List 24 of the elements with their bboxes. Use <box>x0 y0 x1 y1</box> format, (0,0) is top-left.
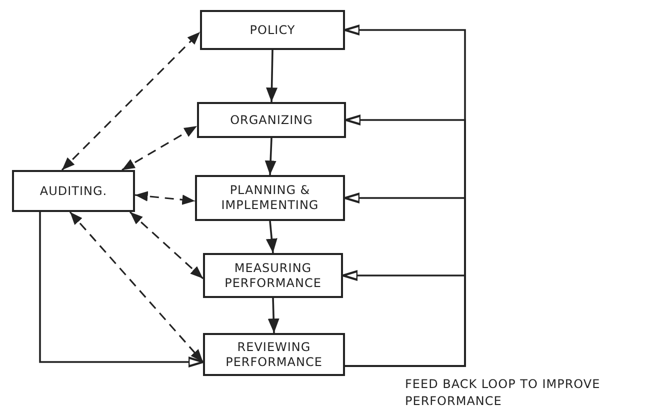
box-label: ORGANIZING <box>230 112 313 128</box>
arrow <box>266 50 278 102</box>
arrow <box>266 220 278 254</box>
process-box <box>195 175 345 221</box>
process-box <box>200 10 345 50</box>
process-box <box>203 333 345 376</box>
dashed-arrow <box>129 211 204 280</box>
process-box <box>203 253 343 298</box>
feedback-arrow <box>342 270 466 367</box>
box-label: POLICY <box>250 22 296 38</box>
box-label: REVIEWING PERFORMANCE <box>224 340 324 370</box>
arrow <box>39 212 204 368</box>
arrow <box>268 298 280 334</box>
process-box <box>12 170 135 212</box>
dashed-arrow <box>61 31 201 171</box>
dashed-arrow <box>122 125 198 171</box>
arrow <box>264 138 276 176</box>
dashed-arrow <box>134 191 196 205</box>
box-label: MEASURING PERFORMANCE <box>224 260 322 290</box>
box-label: PLANNING & IMPLEMENTING <box>220 183 320 213</box>
note-text: FEED BACK LOOP TO IMPROVE PERFORMANCE <box>405 376 602 410</box>
dashed-arrow <box>69 211 204 363</box>
process-box <box>197 102 346 138</box>
box-label: AUDITING. <box>40 184 108 198</box>
